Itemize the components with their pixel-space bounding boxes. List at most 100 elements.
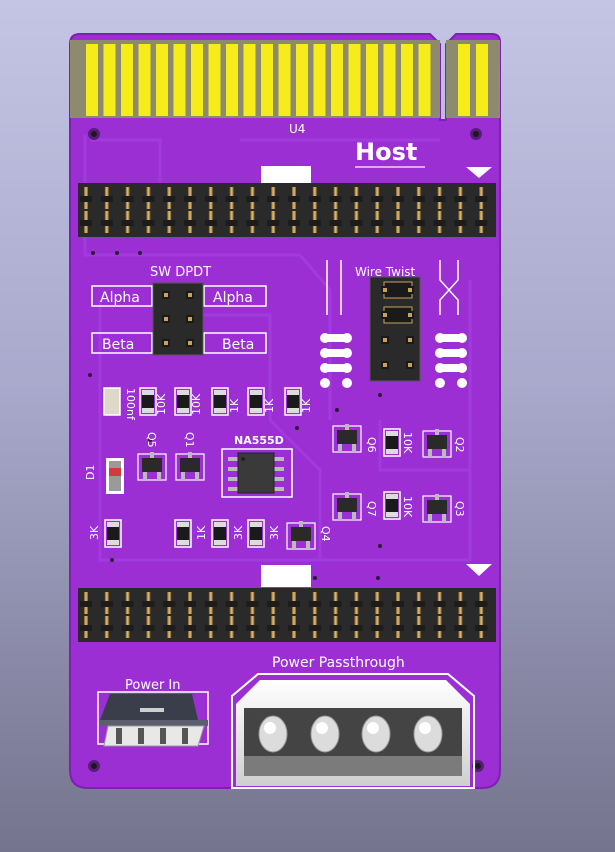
solder-pad [457,363,467,373]
pin-shroud [475,625,488,631]
transistor-lead [435,494,439,500]
capacitor [103,387,121,416]
transistor-body [337,430,357,444]
pin-tip [408,338,412,342]
r-10k-d-label: 10K [401,496,414,518]
transistor-lead [338,444,342,452]
solder-pad [435,333,445,343]
r-10k-a-label: 10K [155,393,168,415]
pin-shroud [142,196,155,202]
pin-shroud [184,601,196,607]
pin-shroud [121,196,134,202]
vias [88,251,382,580]
gold-finger [103,44,116,116]
pin-shroud [412,196,425,202]
host-label: Host [355,138,417,166]
edge-connector-fingers [86,44,488,116]
resistor-outline [174,519,192,548]
r-3k-b-label: 3K [232,525,245,540]
wire-pads-right [435,333,467,388]
gold-finger [331,44,343,116]
pin-shroud [392,196,404,202]
pin-shroud [100,220,113,226]
ic-pin [272,467,284,471]
molex-pin-highlight [367,722,379,734]
solder-pad [342,378,352,388]
transistor-lead [181,472,185,480]
pin-shroud [350,220,363,226]
q7-label: Q7 [365,501,378,517]
solder-pad [457,378,467,388]
transistor-lead [442,514,446,522]
resistor-outline [174,387,192,416]
transistor-body [180,458,200,472]
transistor-lead [442,449,446,457]
resistor-body [177,527,189,540]
solder-pad [320,363,330,373]
power-passthrough-label: Power Passthrough [272,655,405,671]
gold-finger [243,44,256,116]
resistor-outline [247,519,265,548]
r-1k-d-label: 1K [195,525,208,540]
solder-pad [435,363,445,373]
pin-shroud [412,601,425,607]
pin-shroud [142,220,155,226]
pin-shroud [246,196,259,202]
pin-shroud [80,625,92,631]
gold-finger [383,44,396,116]
transistor-lead [188,452,192,458]
pin-shroud [163,625,176,631]
r-3k-a-label: 3K [88,525,101,540]
pin-shroud [163,196,176,202]
pin-shroud [350,601,363,607]
pin-shroud [433,601,446,607]
pin-shroud [80,601,92,607]
pin-shroud [204,601,217,607]
pin-shroud [80,220,92,226]
pin-shroud [267,196,280,202]
r-3k-c-label: 3K [268,525,281,540]
pin-shroud [163,220,176,226]
resistor-body [177,395,189,408]
pin-shroud [184,220,196,226]
pin-shroud [288,196,300,202]
resistor-body [386,436,398,449]
power-passthrough-connector [231,673,475,789]
pin-shroud [80,196,92,202]
pin-tip [188,317,192,321]
wire-straight-silk [326,260,342,315]
pin-shroud [433,196,446,202]
wire-twist-header [369,276,421,382]
pin-shroud [163,601,176,607]
transistor-lead [306,541,310,549]
transistor-body [142,458,162,472]
gold-finger [401,44,413,116]
pin-tip [164,317,168,321]
pin-shroud [246,220,259,226]
gold-finger [261,44,273,116]
pin-shroud [308,601,321,607]
pin-shroud [329,625,342,631]
pin-shroud [246,625,259,631]
transistor-lead [292,541,296,549]
solder-pad [435,348,445,358]
alpha-right-label: Alpha [213,290,253,306]
pin-shroud [184,196,196,202]
power-in-label: Power In [125,678,181,693]
wire-twist-label: Wire Twist [355,265,416,279]
pin-shroud [454,220,467,226]
r-10k-b-label: 10K [190,393,203,415]
molex-pin [361,715,391,753]
pin-shroud [371,220,384,226]
pin-shroud [225,220,238,226]
pin-shroud [308,220,321,226]
transistor-lead [345,424,349,430]
pin-shroud [392,625,404,631]
ic-pin [272,487,284,491]
pin-tip [164,293,168,297]
solder-pad [457,348,467,358]
diode [106,458,124,494]
pin-shroud [246,601,259,607]
ic-pin [228,487,240,491]
q5-label: Q5 [145,432,158,448]
